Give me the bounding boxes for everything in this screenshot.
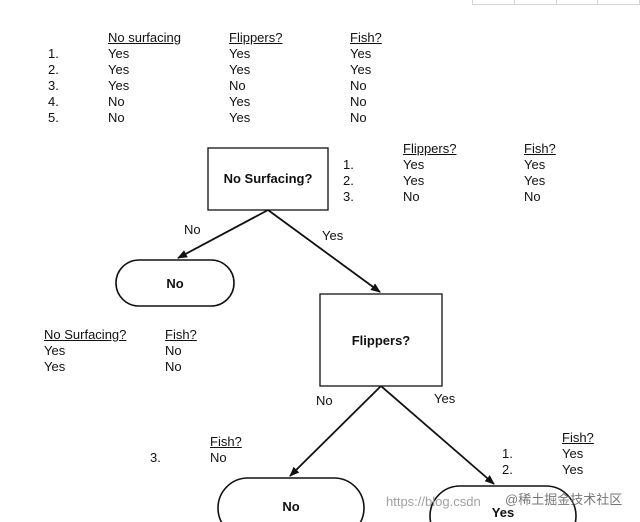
root-decision-box [207, 147, 329, 211]
top-row-num: 5. [48, 110, 59, 125]
top-header-fish: Fish? [350, 30, 382, 45]
top-cell: Yes [108, 46, 130, 61]
edge-label-flippers-yes: Yes [434, 391, 456, 406]
right-header-fish: Fish? [524, 141, 556, 156]
edge-flippers-yes [380, 385, 495, 485]
leaf2-yes-shape [429, 485, 577, 522]
left-cell: Yes [44, 343, 66, 358]
right-row-num: 1. [343, 157, 354, 172]
leaf2-no-shape [217, 477, 365, 522]
top-cell: No [350, 110, 367, 125]
top-row-num: 4. [48, 94, 59, 109]
top-header-no-surfacing: No surfacing [108, 30, 181, 45]
bottom-right-row-num: 1. [502, 446, 513, 461]
left-cell: Yes [44, 359, 66, 374]
leaf-no-label: No [166, 276, 184, 291]
top-cell: Yes [108, 62, 130, 77]
top-cell: Yes [229, 110, 251, 125]
left-header-no-surfacing: No Surfacing? [44, 327, 127, 342]
top-cell: No [350, 94, 367, 109]
edge-label-root-no: No [184, 222, 201, 237]
top-cell: Yes [350, 46, 372, 61]
top-header-flippers: Flippers? [229, 30, 283, 45]
right-row-num: 3. [343, 189, 354, 204]
top-cell: No [229, 78, 246, 93]
right-cell: Yes [524, 173, 546, 188]
top-row-num: 1. [48, 46, 59, 61]
bottom-right-header-fish: Fish? [562, 430, 594, 445]
watermark-url: https://blog.csdn [386, 494, 481, 509]
left-cell: No [165, 359, 182, 374]
watermark-brand: @稀土掘金技术社区 [505, 492, 623, 507]
right-header-flippers: Flippers? [403, 141, 457, 156]
flippers-node-label: Flippers? [351, 333, 411, 348]
right-cell: Yes [403, 157, 425, 172]
right-cell: Yes [524, 157, 546, 172]
edge-label-root-yes: Yes [322, 228, 344, 243]
top-cell: No [108, 94, 125, 109]
bottom-left-row-num: 3. [150, 450, 161, 465]
root-node-label: No Surfacing? [223, 171, 313, 186]
top-cell: Yes [229, 94, 251, 109]
leaf2-yes-label: Yes [491, 505, 515, 520]
bottom-right-cell: Yes [562, 462, 584, 477]
top-cell: Yes [229, 46, 251, 61]
bottom-right-row-num: 2. [502, 462, 513, 477]
left-header-fish: Fish? [165, 327, 197, 342]
top-row-num: 3. [48, 78, 59, 93]
top-row-num: 2. [48, 62, 59, 77]
bottom-left-cell: No [210, 450, 227, 465]
right-row-num: 2. [343, 173, 354, 188]
top-cell: No [350, 78, 367, 93]
right-cell: No [403, 189, 420, 204]
edge-flippers-no [289, 385, 382, 477]
left-cell: No [165, 343, 182, 358]
edge-label-flippers-no: No [316, 393, 333, 408]
bottom-left-header-fish: Fish? [210, 434, 242, 449]
top-cell: Yes [108, 78, 130, 93]
right-cell: No [524, 189, 541, 204]
edge-root-no [177, 209, 269, 259]
flippers-decision-box [319, 293, 443, 387]
top-cell: No [108, 110, 125, 125]
leaf2-no-label: No [282, 499, 300, 514]
bottom-right-cell: Yes [562, 446, 584, 461]
edge-root-yes [267, 209, 381, 293]
right-cell: Yes [403, 173, 425, 188]
top-cell: Yes [229, 62, 251, 77]
top-cell: Yes [350, 62, 372, 77]
leaf-no-shape [115, 259, 235, 307]
